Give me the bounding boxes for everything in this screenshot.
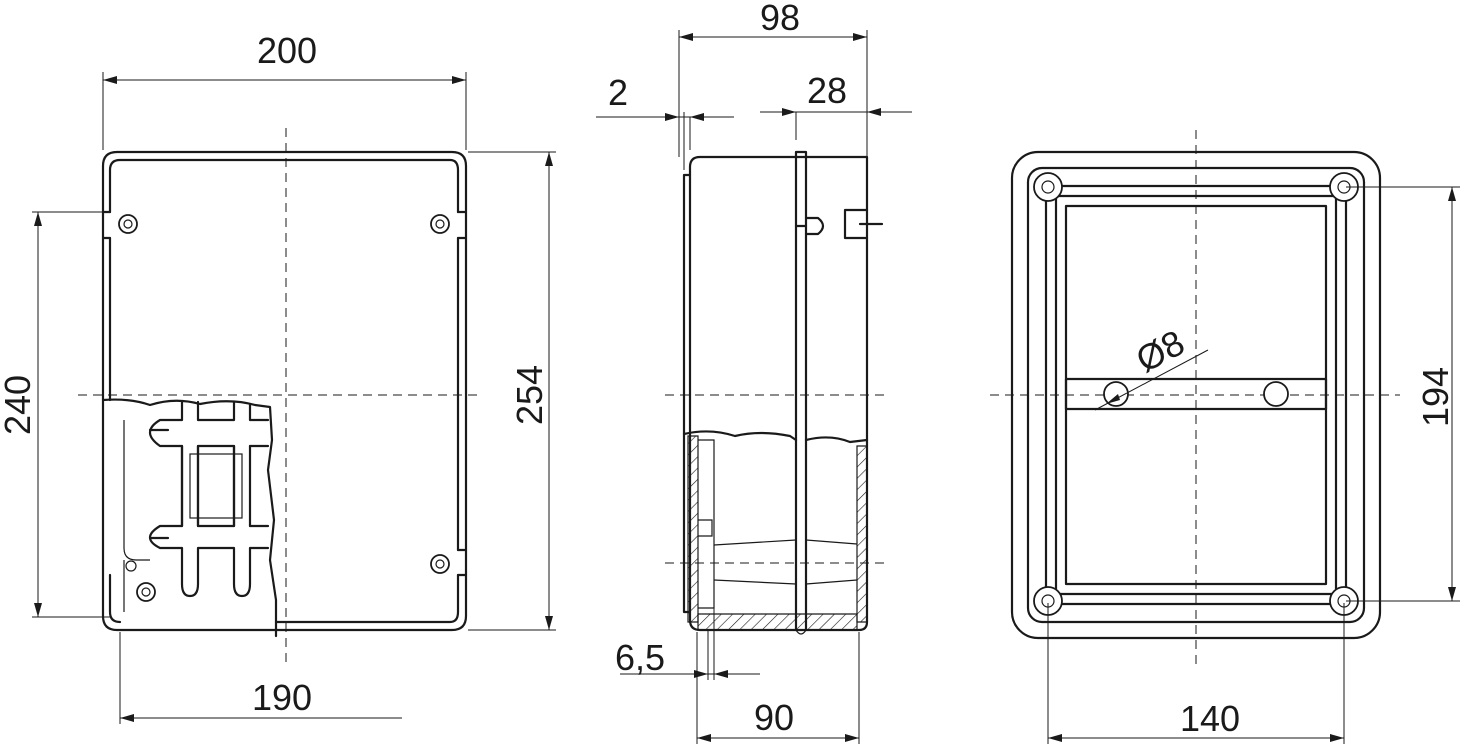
mount-rail-hole-left [1103, 381, 1129, 407]
front-screw-top-left-inner [123, 219, 133, 229]
front-screw-bottom-right [430, 554, 450, 574]
side-lid-divider [794, 150, 808, 632]
front-screw-bottom-left [136, 582, 156, 602]
mount-rail-hole-right [1263, 381, 1289, 407]
front-view: 200 254 240 190 [0, 30, 556, 724]
dim-label-mount-spacing-horizontal: 140 [1180, 698, 1240, 739]
dim-label-mount-hole-diameter: Ø8 [1129, 322, 1191, 381]
dim-label-side-depth-total: 98 [760, 0, 800, 38]
dim-label-side-base-offset: 6,5 [615, 637, 665, 678]
side-section-left-wall [687, 435, 699, 623]
front-lid-notch-right [456, 210, 468, 577]
side-view: 98 2 28 6,5 90 [596, 0, 912, 744]
front-screw-top-right [430, 214, 450, 234]
dim-label-front-width-outer: 200 [257, 30, 317, 71]
mount-cross-rail [1064, 377, 1328, 411]
mount-rail-groove [1054, 194, 1338, 596]
front-lid-edge [108, 158, 460, 624]
mount-frame-outer-rail [1026, 166, 1366, 624]
side-boss [713, 539, 858, 585]
side-lid-clip [843, 208, 884, 240]
dim-label-side-wall: 2 [608, 72, 628, 113]
front-small-hole [125, 560, 137, 572]
side-cutaway-edge [682, 430, 869, 444]
mount-outer-outline [1010, 150, 1382, 640]
side-outer-outline [688, 155, 869, 632]
front-screw-top-right-inner [435, 219, 445, 229]
dim-label-front-height-inner: 240 [0, 375, 38, 435]
side-latch [794, 216, 825, 236]
front-screw-top-left [118, 214, 138, 234]
front-screw-bottom-left-inner [141, 587, 151, 597]
front-rib-structure [123, 400, 270, 612]
front-cutaway-edge [101, 398, 278, 638]
mount-frame-inner-rail [1044, 184, 1348, 606]
dim-label-mount-spacing-vertical: 194 [1415, 367, 1456, 427]
dim-label-front-width-inner: 190 [252, 677, 312, 718]
side-section-right-wall [856, 445, 868, 623]
side-section-bottom [697, 613, 858, 631]
mounting-view: Ø8 194 140 [990, 130, 1460, 744]
front-outer-outline [101, 150, 468, 632]
front-screw-bottom-right-inner [435, 559, 445, 569]
dim-label-side-lid-depth: 28 [807, 70, 847, 111]
dim-label-front-height-outer: 254 [509, 365, 550, 425]
dim-label-side-base-depth: 90 [754, 697, 794, 738]
mount-hole-top-left [1033, 172, 1063, 202]
